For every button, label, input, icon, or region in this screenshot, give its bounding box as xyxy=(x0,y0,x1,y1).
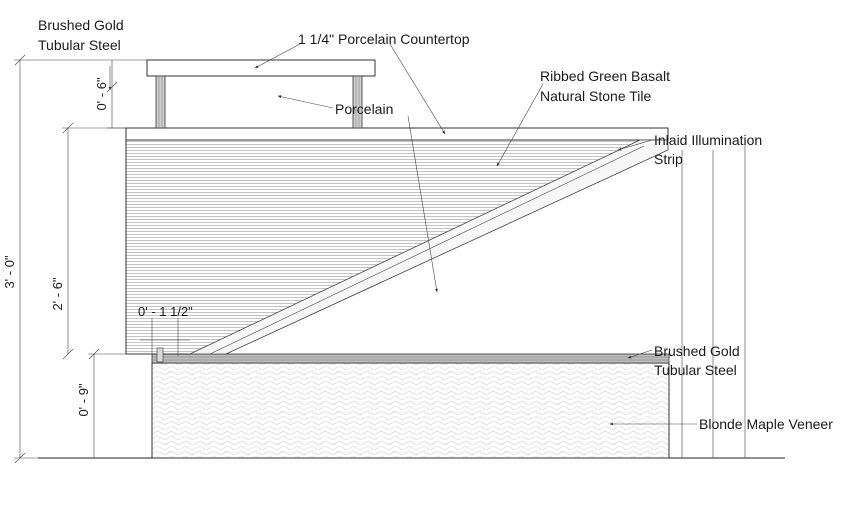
dim-base: 0' - 9" xyxy=(76,383,91,416)
dim-main-body: 2' - 6" xyxy=(50,277,65,310)
basalt-tile-body xyxy=(125,139,641,355)
label-basalt: Ribbed Green Basalt Natural Stone Tile xyxy=(540,68,674,104)
label-illumination: Inlaid Illumination Strip xyxy=(654,132,766,167)
illumination-strip xyxy=(189,139,669,355)
label-countertop: 1 1/4" Porcelain Countertop xyxy=(298,31,470,47)
dim-overall: 3' - 0" xyxy=(2,255,17,288)
maple-base xyxy=(151,362,670,459)
dim-upper-leg: 0' - 6" xyxy=(94,77,109,110)
label-maple: Blonde Maple Veneer xyxy=(699,416,833,432)
left-steel-leg xyxy=(155,75,166,129)
countertop-slab xyxy=(146,59,376,77)
label-brushed-gold-bottom: Brushed Gold Tubular Steel xyxy=(654,343,744,378)
lower-steel-band xyxy=(151,353,670,364)
porcelain-slab xyxy=(125,127,669,141)
label-porcelain: Porcelain xyxy=(335,101,393,117)
dim-offset: 0' - 1 1/2" xyxy=(138,304,193,319)
right-steel-leg xyxy=(352,75,363,129)
label-brushed-gold-top: Brushed Gold Tubular Steel xyxy=(38,17,128,53)
